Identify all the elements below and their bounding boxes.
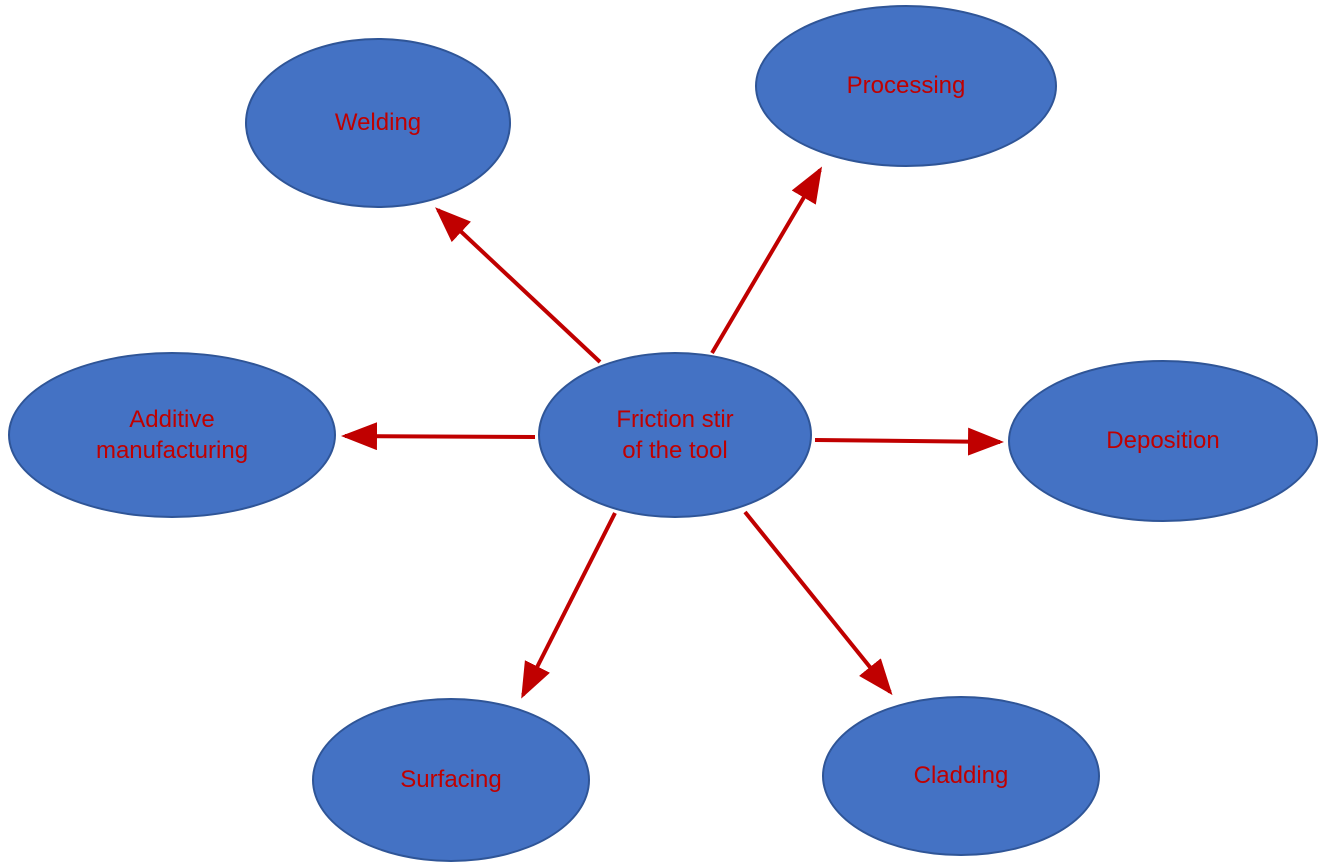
node-additive-manufacturing: Additive manufacturing	[8, 352, 336, 518]
node-additive-manufacturing-label: Additive manufacturing	[95, 405, 249, 464]
node-friction-stir-label: Friction stir of the tool	[616, 405, 734, 464]
node-friction-stir-center: Friction stir of the tool	[538, 352, 812, 518]
arrow-center-to-surfacing	[521, 512, 617, 699]
node-welding: Welding	[245, 38, 511, 208]
arrow-center-to-deposition	[814, 427, 1004, 456]
arrow-center-to-cladding	[743, 510, 893, 696]
node-cladding-label: Cladding	[913, 762, 1009, 790]
arrow-center-to-welding	[435, 207, 602, 364]
node-surfacing: Surfacing	[312, 698, 590, 862]
node-deposition-label: Deposition	[1106, 427, 1220, 455]
node-cladding: Cladding	[822, 696, 1100, 856]
node-welding-label: Welding	[334, 109, 422, 137]
node-deposition: Deposition	[1008, 360, 1318, 522]
node-processing-label: Processing	[846, 72, 966, 100]
arrow-center-to-processing	[710, 166, 823, 355]
node-surfacing-label: Surfacing	[400, 766, 502, 794]
arrow-center-to-additive-manufacturing	[341, 422, 536, 451]
node-processing: Processing	[755, 5, 1057, 167]
